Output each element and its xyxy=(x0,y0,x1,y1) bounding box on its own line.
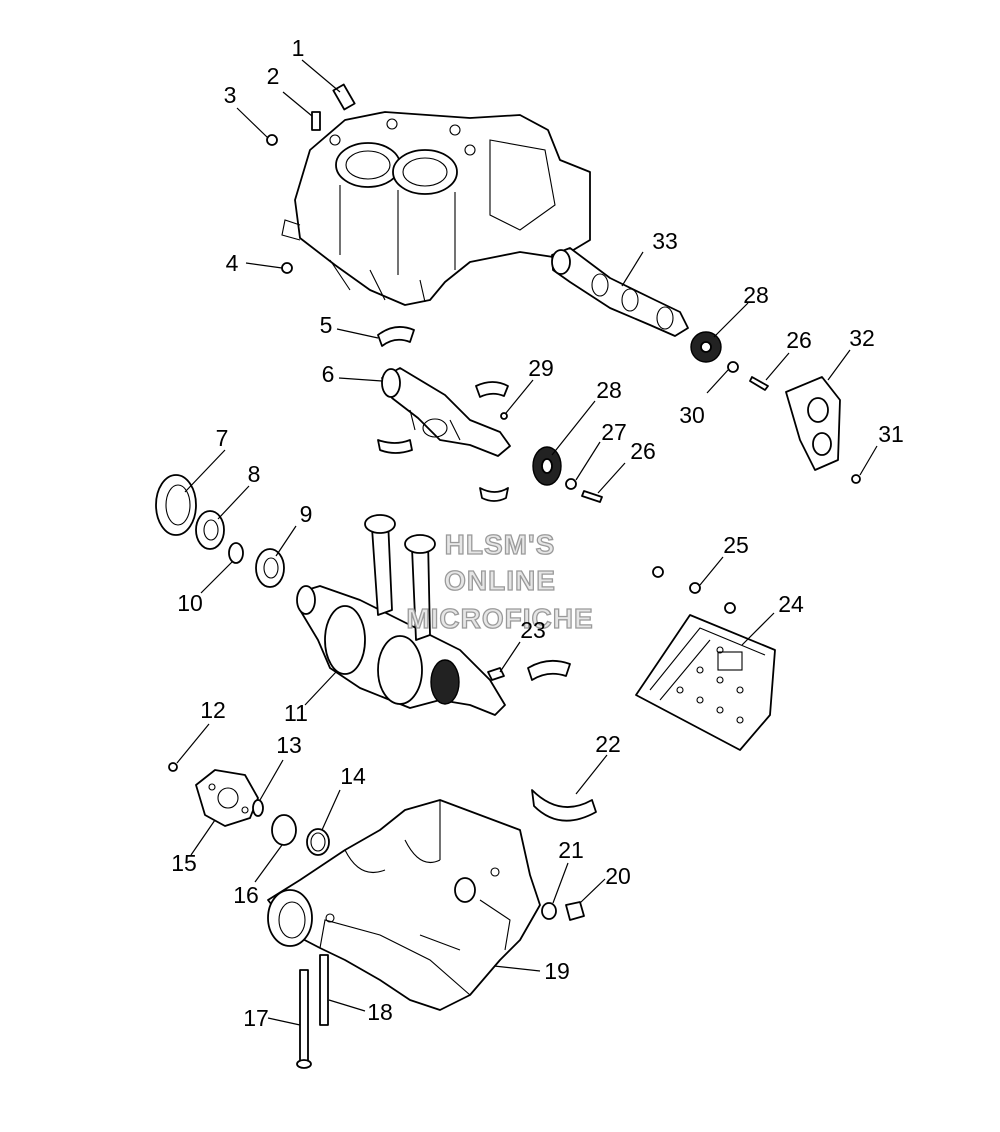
ball-bearing-part xyxy=(195,510,225,550)
cam-gear-part xyxy=(690,331,722,363)
callout-11: 11 xyxy=(284,700,308,726)
callout-14: 14 xyxy=(340,763,366,789)
callout-28-top: 28 xyxy=(743,282,769,308)
callout-10: 10 xyxy=(177,590,203,616)
callout-15: 15 xyxy=(171,850,197,876)
callout-5: 5 xyxy=(320,312,333,338)
balance-gear-part xyxy=(532,446,562,486)
callout-22: 22 xyxy=(595,731,621,757)
callout-3: 3 xyxy=(224,82,237,108)
o-ring-part xyxy=(252,799,264,817)
oil-seal-part xyxy=(155,474,197,536)
lower-crankcase-part xyxy=(267,799,541,1011)
washer-part xyxy=(727,361,739,373)
callout-18: 18 xyxy=(367,999,393,1025)
plug-cap-part xyxy=(271,814,297,846)
callout-9: 9 xyxy=(300,501,313,527)
long-bolt-part xyxy=(296,969,312,1069)
callout-13: 13 xyxy=(276,732,302,758)
callout-28-middle: 28 xyxy=(596,377,622,403)
upper-crankcase-part xyxy=(281,111,591,306)
callout-25: 25 xyxy=(723,532,749,558)
callout-2: 2 xyxy=(267,63,280,89)
balance-shaft-part xyxy=(381,367,511,457)
callout-26-top: 26 xyxy=(786,327,812,353)
pump-cover-part xyxy=(195,769,259,827)
callout-29: 29 xyxy=(528,355,554,381)
callout-17: 17 xyxy=(243,1005,269,1031)
baffle-plate-part xyxy=(635,614,776,751)
washer-part xyxy=(541,902,557,920)
camshaft-part xyxy=(551,247,689,337)
callout-4: 4 xyxy=(226,250,239,276)
snap-ring-part xyxy=(228,542,244,564)
drain-plug-part xyxy=(565,901,585,921)
callout-20: 20 xyxy=(605,863,631,889)
callout-32: 32 xyxy=(849,325,875,351)
callout-30: 30 xyxy=(679,402,705,428)
ball-bearing-part xyxy=(255,548,285,588)
small-pin-part xyxy=(500,412,508,420)
callout-7: 7 xyxy=(216,425,229,451)
callout-19: 19 xyxy=(544,958,570,984)
watermark-line-2: ONLINE xyxy=(444,565,556,596)
bolt-part xyxy=(749,376,769,391)
callout-21: 21 xyxy=(558,837,584,863)
callout-31: 31 xyxy=(878,421,904,447)
callout-8: 8 xyxy=(248,461,261,487)
bearing-shell-part xyxy=(377,381,509,502)
callout-16: 16 xyxy=(233,882,259,908)
callout-6: 6 xyxy=(322,361,335,387)
screw-part xyxy=(168,762,178,772)
callout-12: 12 xyxy=(200,697,226,723)
callout-33: 33 xyxy=(652,228,678,254)
watermark-line-1: HLSM'S xyxy=(445,529,556,560)
screw-part xyxy=(851,474,861,484)
watermark: HLSM'S ONLINE MICROFICHE xyxy=(406,528,594,634)
stud-bolt-part xyxy=(319,954,329,1026)
cover-plate-part xyxy=(785,376,841,471)
callout-26-middle: 26 xyxy=(630,438,656,464)
crankshaft-part xyxy=(296,514,506,716)
plug-part xyxy=(266,134,278,146)
washer-part xyxy=(565,478,577,490)
callout-27: 27 xyxy=(601,419,627,445)
bearing-shell-part xyxy=(531,789,597,822)
dowel-pin-part xyxy=(332,83,356,111)
bolt-part xyxy=(581,490,603,503)
callout-1: 1 xyxy=(292,35,305,61)
screw-plug-part xyxy=(281,262,293,274)
circlip-part xyxy=(306,828,330,856)
leader-lines xyxy=(176,59,878,1026)
callout-23: 23 xyxy=(520,617,546,643)
watermark-line-3: MICROFICHE xyxy=(406,603,593,634)
callout-labels: 1 2 3 4 5 6 7 8 9 10 11 12 13 14 15 16 1… xyxy=(171,35,904,1031)
bearing-shell-part xyxy=(377,326,415,347)
pin-part xyxy=(311,111,321,131)
screw-part xyxy=(652,566,736,614)
bearing-shell-part xyxy=(527,659,571,681)
callout-24: 24 xyxy=(778,591,804,617)
